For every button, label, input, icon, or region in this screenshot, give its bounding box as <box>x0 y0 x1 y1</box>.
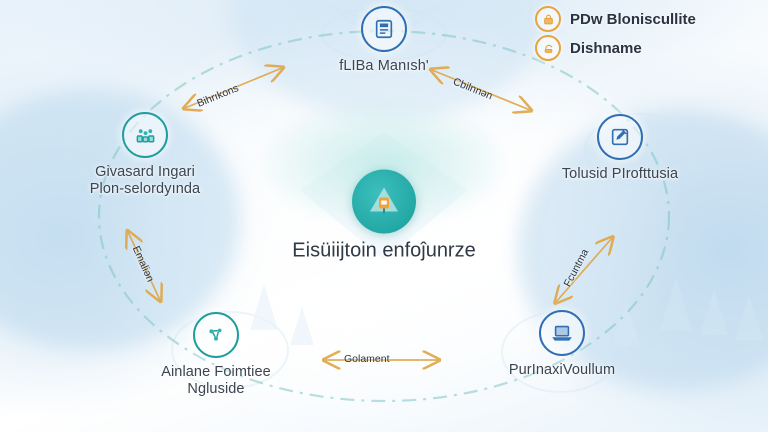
badge-swirl-icon <box>535 35 561 61</box>
node-lower-left-label: Ainlane Foimtiee Ngluside <box>111 364 321 398</box>
node-label-line: Givasard Ingari <box>95 164 195 180</box>
legend: PDw Bloniscullite Dishname <box>535 6 696 64</box>
node-top-label: fLIBa Manısh' <box>279 58 489 75</box>
legend-item-label: PDw Bloniscullite <box>570 10 696 28</box>
document-clipboard-icon <box>361 6 407 52</box>
node-upper-right-label: Tolusid PIrofttusia <box>515 166 725 183</box>
node-lower-left[interactable]: Ainlane Foimtiee Ngluside <box>111 312 321 398</box>
home-triangle-icon <box>352 169 416 234</box>
molecule-icon <box>193 312 239 358</box>
node-label-line: Ngluside <box>187 381 245 398</box>
legend-item[interactable]: PDw Bloniscullite <box>535 6 696 32</box>
node-label-line: Plon-selordyında <box>89 181 201 198</box>
node-label-line: Ainlane Foimtiee <box>161 364 271 380</box>
laptop-icon <box>539 310 585 356</box>
edit-square-icon <box>597 114 643 160</box>
connector-label-bottom: Golament <box>344 353 390 365</box>
node-lower-right[interactable]: PurInaxiVoullum <box>457 310 667 379</box>
node-upper-left[interactable]: Givasard Ingari Plon-selordyında <box>40 112 250 198</box>
node-label-line: fLIBa Manısh' <box>339 58 429 74</box>
center-node[interactable]: Eisüiijtoin enfoĵunrze <box>234 98 534 263</box>
node-lower-right-label: PurInaxiVoullum <box>457 362 667 379</box>
legend-item[interactable]: Dishname <box>535 35 696 61</box>
legend-item-label: Dishname <box>570 39 642 57</box>
node-upper-left-label: Givasard Ingari Plon-selordyında <box>40 164 250 198</box>
node-upper-right[interactable]: Tolusid PIrofttusia <box>515 114 725 183</box>
node-label-line: PurInaxiVoullum <box>508 362 616 378</box>
node-label-line: Tolusid PIrofttusia <box>561 166 679 182</box>
badge-lock-icon <box>535 6 561 32</box>
center-title: Eisüiijtoin enfoĵunrze <box>292 239 476 262</box>
people-group-icon <box>122 112 168 158</box>
node-top[interactable]: fLIBa Manısh' <box>279 6 489 75</box>
